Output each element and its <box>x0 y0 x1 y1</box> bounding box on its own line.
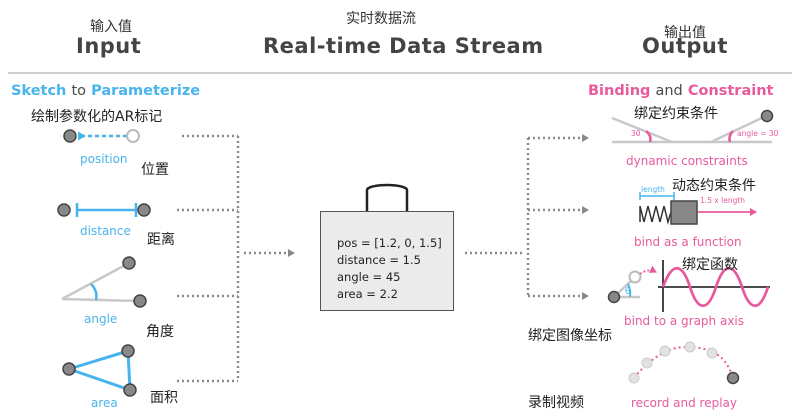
angle-label: angle <box>84 312 118 326</box>
theta-label: θ <box>625 287 631 297</box>
right-connectors <box>465 134 589 300</box>
function-label: bind as a function <box>634 235 742 249</box>
function-label-cn: 动态约束条件 <box>672 178 756 194</box>
data-line-distance: distance = 1.5 <box>337 253 421 267</box>
title-to: to <box>71 83 87 99</box>
formula-label: 1.5 x length <box>700 196 746 205</box>
angle-left-value: 30 <box>631 129 641 138</box>
replay-graphic <box>628 341 740 385</box>
output-header-cn: 输出值 <box>664 25 706 41</box>
input-header: Input <box>76 34 142 58</box>
replay-label: record and replay <box>631 396 737 410</box>
title-sketch: Sketch <box>11 83 67 99</box>
angle-marker <box>61 256 147 308</box>
right-section-title: Binding and Constraint <box>588 83 773 99</box>
header-divider <box>8 72 792 74</box>
replay-label-cn: 绑定图像坐标 <box>528 328 612 344</box>
constraint-label-cn: 绑定约束条件 <box>634 106 718 122</box>
graph-axis-graphic <box>607 260 770 312</box>
angle-right-value: angle = 30 <box>737 129 779 138</box>
function-graphic <box>639 192 757 225</box>
title-binding: Binding <box>588 83 651 99</box>
distance-marker <box>57 203 151 217</box>
left-connectors <box>177 134 295 383</box>
input-header-cn: 输入值 <box>90 19 132 35</box>
left-section-title: Sketch to Parameterize <box>11 83 200 99</box>
graph-label: bind to a graph axis <box>624 314 744 328</box>
data-line-area: area = 2.2 <box>337 287 398 301</box>
title-parameterize: Parameterize <box>91 83 201 99</box>
area-label-cn: 面积 <box>150 390 178 406</box>
position-label-cn: 位置 <box>141 162 169 178</box>
constraint-label: dynamic constraints <box>626 154 748 168</box>
position-label: position <box>80 152 128 166</box>
stream-header-cn: 实时数据流 <box>346 11 416 27</box>
angle-label-cn: 角度 <box>146 324 174 340</box>
output-header: Output <box>642 34 728 58</box>
distance-label: distance <box>80 224 131 238</box>
graph-label-cn: 绑定函数 <box>682 257 738 273</box>
record-video-label-cn: 录制视频 <box>528 395 584 411</box>
data-stream-box: pos = [1.2, 0, 1.5] distance = 1.5 angle… <box>320 211 454 311</box>
data-line-angle: angle = 45 <box>337 270 401 284</box>
title-constraint: Constraint <box>687 83 774 99</box>
stream-header: Real-time Data Stream <box>263 34 544 58</box>
area-label: area <box>91 396 118 410</box>
length-label: length <box>641 185 665 194</box>
area-marker <box>62 344 137 397</box>
left-subtitle: 绘制参数化的AR标记 <box>31 109 163 125</box>
title-and: and <box>655 83 683 99</box>
constraint-graphic <box>611 109 774 144</box>
data-line-pos: pos = [1.2, 0, 1.5] <box>337 236 442 250</box>
distance-label-cn: 距离 <box>147 232 175 248</box>
position-marker <box>63 129 140 143</box>
